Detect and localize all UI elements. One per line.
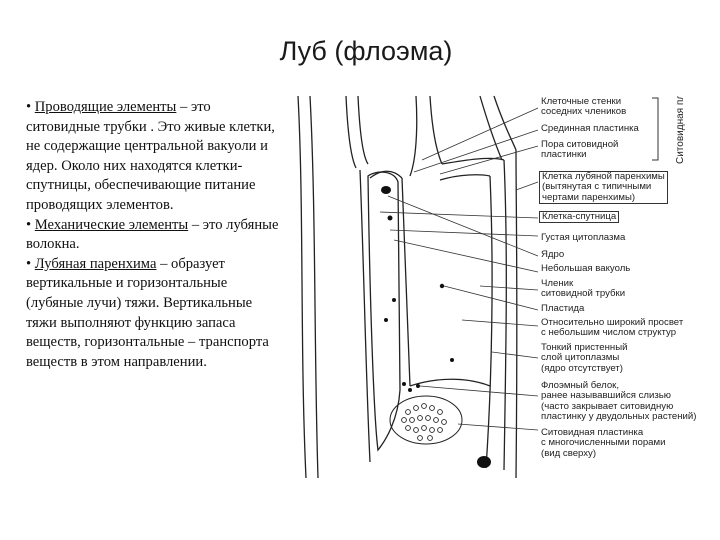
- label-bracket: [652, 98, 658, 160]
- plastid: [384, 318, 388, 322]
- paragraph-mechanical: • Механические элементы – это лубяные во…: [26, 216, 286, 255]
- label-dense-cytoplasm: Густая цитоплазма: [541, 233, 625, 243]
- plastid: [402, 382, 406, 386]
- label-middle-lamella: Срединная пластинка: [541, 124, 639, 134]
- plastid: [392, 298, 396, 302]
- term-parenchyma: Лубяная паренхима: [35, 256, 157, 272]
- outer-cell-wall: [310, 96, 318, 478]
- bullet: •: [26, 256, 31, 272]
- sieve-tube-wall: [402, 178, 410, 386]
- companion-nucleus: [477, 456, 491, 468]
- label-thin-cytoplasm: Тонкий пристенный слой цитоплазмы (ядро …: [541, 343, 627, 374]
- label-companion-cell: Клетка-спутница: [539, 211, 619, 223]
- label-nucleus: Ядро: [541, 250, 564, 260]
- label-wide-lumen: Относительно широкий просвет с небольшим…: [541, 318, 683, 339]
- sieve-tube-wall: [440, 175, 490, 180]
- plastid: [416, 384, 420, 388]
- parenchyma-wall: [480, 96, 502, 160]
- label-plastid: Пластида: [541, 304, 584, 314]
- sieve-tube-wall: [504, 160, 506, 470]
- plastid: [388, 216, 393, 221]
- label-small-vacuole: Небольшая вакуоль: [541, 264, 630, 274]
- label-sieve-plate-top: Ситовидная пластинка с многочисленными п…: [541, 428, 665, 459]
- label-sieve-tube-member: Членик ситовидной трубки: [541, 279, 625, 300]
- plastid: [440, 284, 444, 288]
- bullet: •: [26, 99, 31, 115]
- cross-wall: [410, 379, 490, 386]
- term-conducting: Проводящие элементы: [35, 99, 177, 115]
- slide-title: Луб (флоэма): [0, 36, 720, 67]
- parenchyma-wall: [358, 96, 368, 164]
- outer-cell-wall: [298, 96, 306, 478]
- paragraph-conducting: • Проводящие элементы – это ситовидные т…: [26, 98, 286, 216]
- label-phloem-protein: Флоэмный белок, ранее называвшийся слизь…: [541, 381, 696, 423]
- side-label-text: Ситовидная пластинка: [675, 96, 686, 164]
- side-label: Ситовидная пластинка: [666, 96, 690, 166]
- bullet: •: [26, 217, 31, 233]
- paragraph-parenchyma: • Лубяная паренхима – образует вертикаль…: [26, 255, 286, 373]
- plastid: [408, 388, 412, 392]
- label-parenchyma-cell: Клетка лубяной паренхимы (вытянутая с ти…: [539, 171, 668, 204]
- text-conducting: – это ситовидные трубки . Это живые клет…: [26, 99, 275, 213]
- label-cell-walls: Клеточные стенки соседних члеников: [541, 97, 626, 118]
- plastid: [450, 358, 454, 362]
- term-mechanical: Механические элементы: [35, 217, 188, 233]
- body-text: • Проводящие элементы – это ситовидные т…: [26, 98, 286, 372]
- nucleus: [381, 186, 391, 194]
- text-parenchyma: – образует вертикальные и горизонтальные…: [26, 256, 269, 370]
- sieve-tube-wall: [410, 96, 417, 176]
- companion-cell-wall: [368, 172, 400, 450]
- label-sieve-plate-pore: Пора ситовидной пластинки: [541, 140, 618, 161]
- parenchyma-wall: [346, 96, 356, 168]
